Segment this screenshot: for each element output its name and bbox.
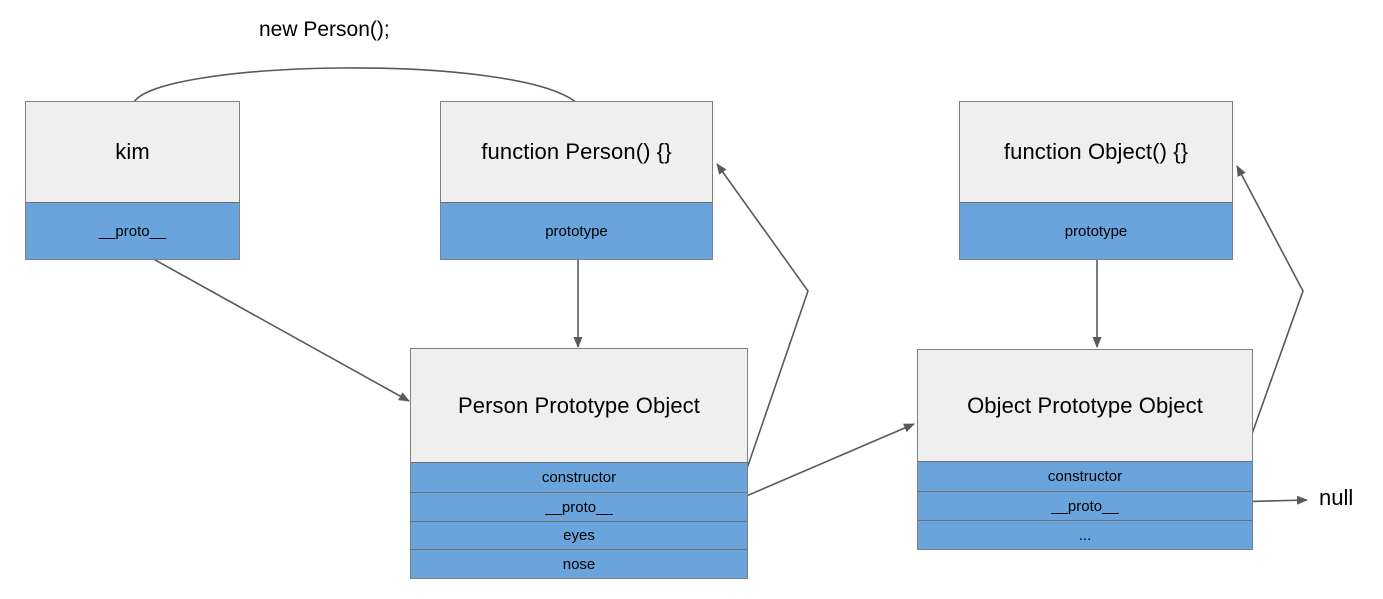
- box-object-prototype-object[interactable]: Object Prototype Object constructor __pr…: [917, 349, 1253, 550]
- box-function-person-header: function Person() {}: [441, 102, 712, 202]
- box-object-prototype-object-title: Object Prototype Object: [967, 392, 1203, 418]
- box-object-prototype-row-constructor[interactable]: constructor: [918, 461, 1252, 491]
- box-object-prototype-row-proto-label: __proto__: [1051, 497, 1119, 515]
- box-person-prototype-row-eyes-label: eyes: [563, 527, 595, 544]
- box-person-prototype-object-header: Person Prototype Object: [411, 349, 747, 462]
- box-person-prototype-object-title: Person Prototype Object: [458, 392, 700, 418]
- box-function-object-title: function Object() {}: [1003, 139, 1189, 164]
- box-person-prototype-row-proto[interactable]: __proto__: [411, 492, 747, 521]
- box-function-object-row-prototype[interactable]: prototype: [960, 202, 1232, 259]
- box-object-prototype-row-ellipsis[interactable]: ...: [918, 520, 1252, 549]
- box-kim[interactable]: kim __proto__: [25, 101, 240, 260]
- box-object-prototype-row-constructor-label: constructor: [1047, 468, 1123, 485]
- box-function-person-row-prototype[interactable]: prototype: [441, 202, 712, 259]
- box-object-prototype-row-proto[interactable]: __proto__: [918, 491, 1252, 520]
- box-person-prototype-row-nose-label: nose: [562, 555, 596, 573]
- connector-new-person-curve: [132, 67, 579, 105]
- box-person-prototype-row-constructor-label: constructor: [541, 469, 617, 486]
- box-kim-row-proto-label: __proto__: [98, 222, 167, 240]
- box-object-prototype-object-header: Object Prototype Object: [918, 350, 1252, 461]
- box-person-prototype-row-eyes[interactable]: eyes: [411, 521, 747, 549]
- box-person-prototype-object[interactable]: Person Prototype Object constructor __pr…: [410, 348, 748, 579]
- box-person-prototype-row-constructor[interactable]: constructor: [411, 462, 747, 492]
- null-label: null: [1319, 485, 1354, 510]
- box-function-object-header: function Object() {}: [960, 102, 1232, 202]
- box-function-person-row-prototype-label: prototype: [545, 222, 608, 240]
- box-person-prototype-row-nose[interactable]: nose: [411, 549, 747, 578]
- connector-kim-proto: [129, 245, 410, 402]
- box-function-person[interactable]: function Person() {} prototype: [440, 101, 713, 260]
- box-kim-row-proto[interactable]: __proto__: [26, 202, 239, 259]
- box-kim-header: kim: [26, 102, 239, 202]
- new-person-label: new Person();: [259, 18, 390, 41]
- box-function-object-row-prototype-label: prototype: [1064, 222, 1128, 240]
- box-function-object[interactable]: function Object() {} prototype: [959, 101, 1233, 260]
- connector-person-proto-chain: [722, 423, 915, 507]
- box-kim-title: kim: [115, 139, 150, 164]
- box-person-prototype-row-proto-label: __proto__: [545, 498, 613, 516]
- box-object-prototype-row-ellipsis-label: ...: [1078, 526, 1092, 544]
- box-function-person-title: function Person() {}: [481, 139, 672, 164]
